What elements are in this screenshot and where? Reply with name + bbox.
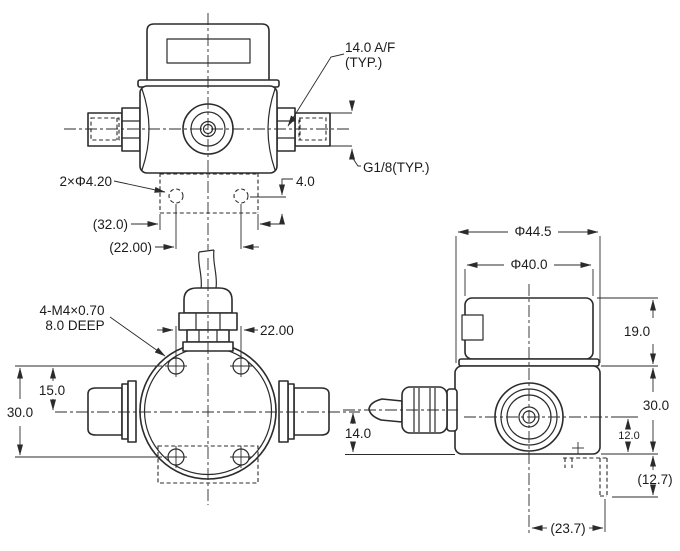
front-view: 14.0 A/F (TYP.) G1/8(TYP.) 2×Φ4.20 (32.0… xyxy=(60,13,430,255)
front-port-left xyxy=(87,107,141,152)
front-body xyxy=(139,85,278,174)
dim-body-height: 30.0 xyxy=(643,398,669,413)
side-hidden-bracket xyxy=(563,457,608,497)
side-body xyxy=(454,365,601,455)
front-hex-left xyxy=(121,107,141,152)
dim-hole-pitch-y: 30.0 xyxy=(7,405,33,420)
dim-bracket-drop: (12.7) xyxy=(637,472,672,487)
dim-bracket-reach: (23.7) xyxy=(550,521,585,536)
top-port-right xyxy=(278,380,330,443)
side-dimensions: Φ44.5 Φ40.0 19.0 30.0 12.0 xyxy=(345,224,673,536)
dim-bracket-width: (32.0) xyxy=(93,217,128,232)
dim-hole-pitch-front: (22.00) xyxy=(109,240,152,255)
dim-af-typ: (TYP.) xyxy=(345,55,382,70)
dim-tap-spec: 4-M4×0.70 xyxy=(40,303,105,318)
top-dimensions: 4-M4×0.70 8.0 DEEP 22.00 30.0 15.0 xyxy=(7,303,294,458)
front-mount-hole-right xyxy=(233,188,249,204)
dim-af-size: 14.0 A/F xyxy=(345,40,395,55)
side-view: Φ44.5 Φ40.0 19.0 30.0 12.0 xyxy=(343,224,673,536)
top-view: 4-M4×0.70 8.0 DEEP 22.00 30.0 15.0 xyxy=(7,249,360,505)
front-dimensions: 14.0 A/F (TYP.) G1/8(TYP.) 2×Φ4.20 (32.0… xyxy=(60,40,430,255)
side-cable xyxy=(368,398,403,423)
front-display-window xyxy=(166,38,251,64)
dim-tap-depth: 8.0 DEEP xyxy=(45,318,104,333)
front-display-head xyxy=(137,23,280,88)
front-port-right xyxy=(276,107,331,152)
top-port-left xyxy=(87,380,137,443)
front-mount-hole-left xyxy=(168,188,184,204)
dim-port-height: 12.0 xyxy=(618,430,639,442)
dim-hole-pitch-x: 22.00 xyxy=(260,323,294,338)
dim-gland-height: 14.0 xyxy=(345,426,371,441)
front-hex-right xyxy=(276,107,296,152)
dim-head-height: 19.0 xyxy=(624,324,650,339)
front-hidden-bracket xyxy=(159,173,259,214)
dim-edge-offset: 4.0 xyxy=(296,174,315,189)
dim-mount-holes: 2×Φ4.20 xyxy=(60,174,112,189)
dim-head-dia: Φ40.0 xyxy=(510,257,547,272)
top-tapped-holes xyxy=(165,355,252,468)
side-head-notch xyxy=(461,314,484,341)
dim-body-dia: Φ44.5 xyxy=(514,224,551,239)
dim-thread: G1/8(TYP.) xyxy=(363,160,430,175)
dim-half-pitch: 15.0 xyxy=(39,383,65,398)
